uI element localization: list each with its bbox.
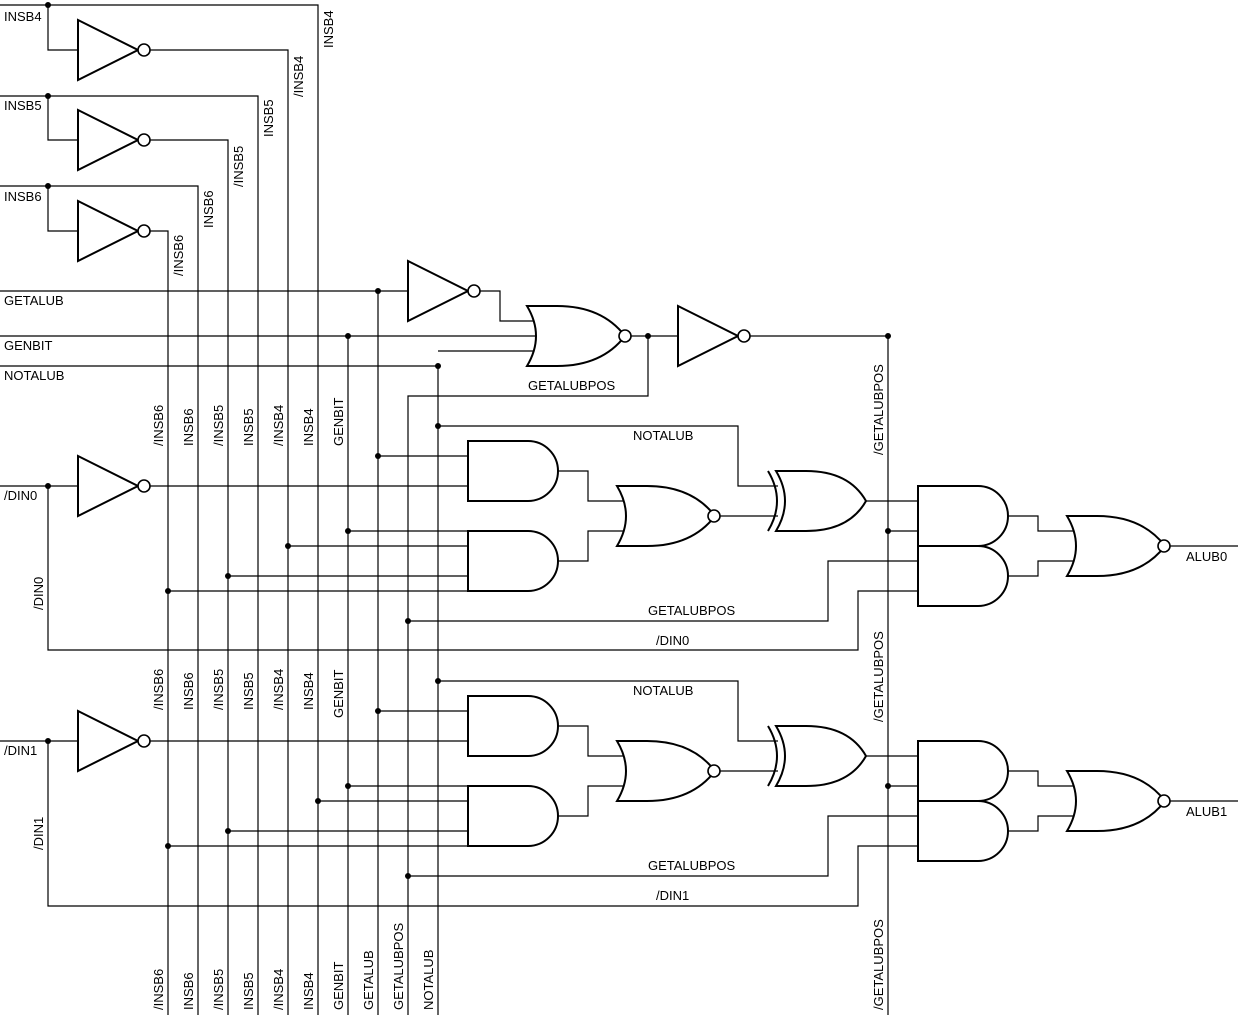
vlabel-ninsb6-top: /INSB6: [171, 235, 186, 276]
net-label-getalubpos-0: GETALUBPOS: [648, 603, 736, 618]
vlabel-din1: /DIN1: [31, 817, 46, 850]
vlabel-ngetalubpos-bottom: /GETALUBPOS: [871, 919, 886, 1010]
junctions: [45, 2, 891, 879]
input-label-getalub: GETALUB: [4, 293, 64, 308]
vlabel-getalubpos-bottom: GETALUBPOS: [391, 922, 406, 1010]
nor-bubble: [618, 329, 632, 343]
vlabel-ninsb4-1: /INSB4: [271, 669, 286, 710]
net-label-notalub-1: NOTALUB: [633, 683, 693, 698]
input-label-insb5: INSB5: [4, 98, 42, 113]
input-label-din1: /DIN1: [4, 743, 37, 758]
and-gate-0a: [467, 440, 559, 502]
net-label-getalubpos: GETALUBPOS: [528, 378, 616, 393]
vlabel-ngetalubpos-0: /GETALUBPOS: [871, 631, 886, 722]
vlabel-insb5-bottom: INSB5: [241, 972, 256, 1010]
inverter-din0: [77, 455, 151, 517]
vlabel-notalub-bottom: NOTALUB: [421, 950, 436, 1010]
input-label-din0: /DIN0: [4, 488, 37, 503]
output-label-alub0: ALUB0: [1186, 549, 1227, 564]
vlabel-ninsb5-bottom: /INSB5: [211, 969, 226, 1010]
inverter-din1: [77, 710, 151, 772]
and-gate-0d: [917, 545, 1009, 607]
vlabel-ngetalubpos-top: /GETALUBPOS: [871, 364, 886, 455]
vlabel-ninsb4-top: /INSB4: [291, 56, 306, 97]
vlabel-ninsb6-1: /INSB6: [151, 669, 166, 710]
vlabel-insb4-0: INSB4: [301, 408, 316, 446]
nor-bubble-alub1: [1157, 794, 1171, 808]
net-label-notalub-0: NOTALUB: [633, 428, 693, 443]
vlabel-ninsb5-top: /INSB5: [231, 146, 246, 187]
and-gate-1b: [467, 785, 559, 847]
output-label-alub1: ALUB1: [1186, 804, 1227, 819]
and-gate-1c: [917, 740, 1009, 802]
nor-gate-getalubpos: [526, 305, 626, 367]
inverter-insb6: [77, 200, 151, 262]
and-gate-0b: [467, 530, 559, 592]
nor-gate-alub1: [1066, 770, 1166, 832]
vlabel-insb6-bottom: INSB6: [181, 972, 196, 1010]
nor-bubble-alub0: [1157, 539, 1171, 553]
input-label-insb4: INSB4: [4, 9, 42, 24]
inverter-insb4: [77, 19, 151, 81]
vlabel-genbit-bottom: GENBIT: [331, 962, 346, 1010]
vlabel-ninsb5-0: /INSB5: [211, 405, 226, 446]
vlabel-din0: /DIN0: [31, 577, 46, 610]
nor-bubble-0: [707, 509, 721, 523]
vlabel-insb6-top: INSB6: [201, 190, 216, 228]
vlabel-insb5-1: INSB5: [241, 672, 256, 710]
nor-gate-0: [616, 485, 716, 547]
wires: [0, 4, 1238, 1015]
xor-gate-1: [767, 725, 867, 787]
net-label-getalubpos-1: GETALUBPOS: [648, 858, 736, 873]
vlabel-insb6-0: INSB6: [181, 408, 196, 446]
vlabel-ninsb4-0: /INSB4: [271, 405, 286, 446]
vlabel-insb4-1: INSB4: [301, 672, 316, 710]
and-gate-1d: [917, 800, 1009, 862]
and-gate-1a: [467, 695, 559, 757]
and-gate-0c: [917, 485, 1009, 547]
vlabel-insb6-1: INSB6: [181, 672, 196, 710]
input-label-notalub: NOTALUB: [4, 368, 64, 383]
input-label-genbit: GENBIT: [4, 338, 52, 353]
nor-gate-alub0: [1066, 515, 1166, 577]
vlabel-ninsb5-1: /INSB5: [211, 669, 226, 710]
vlabel-getalub-bottom: GETALUB: [361, 950, 376, 1010]
vlabel-ninsb6-0: /INSB6: [151, 405, 166, 446]
net-label-din1: /DIN1: [656, 888, 689, 903]
vertical-labels: INSB4 /INSB4 INSB5 /INSB5 INSB6 /INSB6 /…: [31, 10, 886, 1010]
xor-gate-0: [767, 470, 867, 532]
vlabel-insb4-top: INSB4: [321, 10, 336, 48]
vlabel-ninsb4-bottom: /INSB4: [271, 969, 286, 1010]
nor-gate-1: [616, 740, 716, 802]
inverter-insb5: [77, 109, 151, 171]
nor-bubble-1: [707, 764, 721, 778]
vlabel-ninsb6-bottom: /INSB6: [151, 969, 166, 1010]
net-label-din0: /DIN0: [656, 633, 689, 648]
inverter-getalubpos: [677, 305, 751, 367]
vlabel-insb5-0: INSB5: [241, 408, 256, 446]
vlabel-genbit-1: GENBIT: [331, 670, 346, 718]
vlabel-genbit-0: GENBIT: [331, 398, 346, 446]
input-label-insb6: INSB6: [4, 189, 42, 204]
vlabel-insb4-bottom: INSB4: [301, 972, 316, 1010]
vlabel-insb5-top: INSB5: [261, 99, 276, 137]
inverter-getalub: [407, 260, 481, 322]
